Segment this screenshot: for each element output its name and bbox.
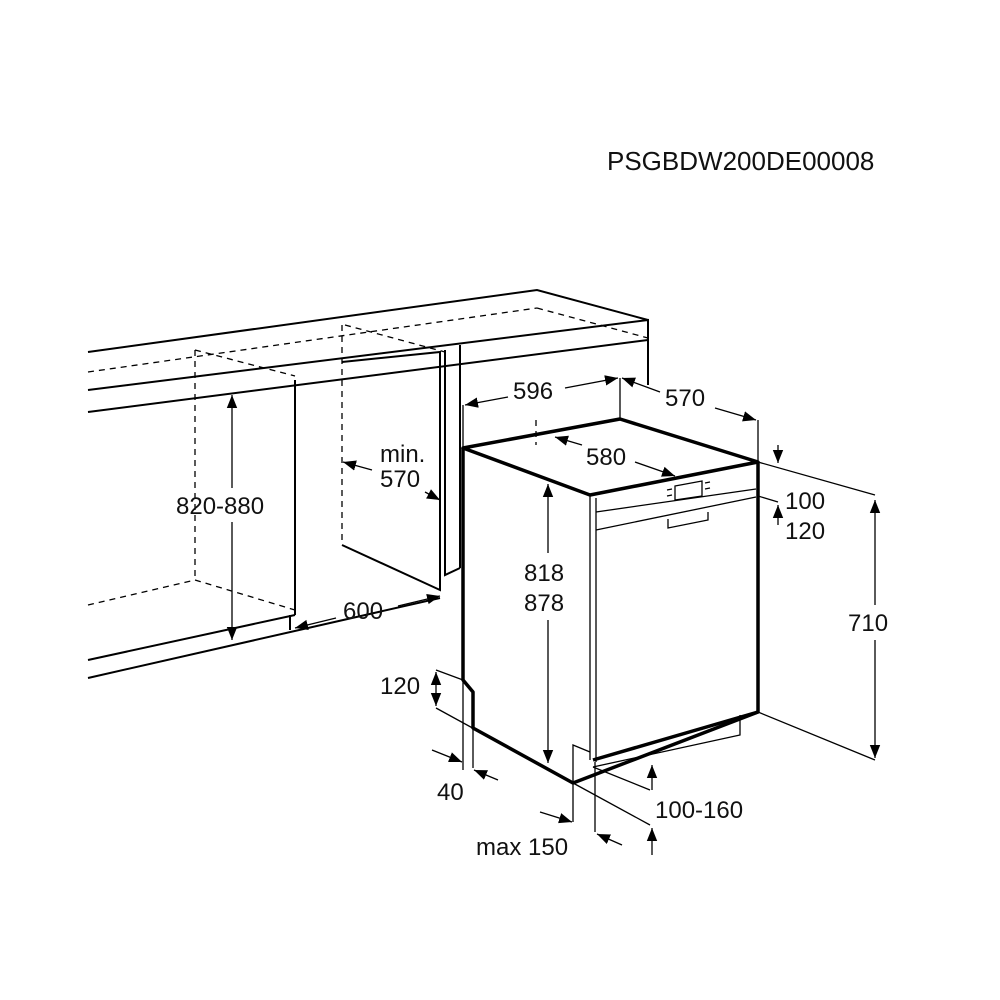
panel-height-b-label: 120 bbox=[785, 518, 826, 545]
control-display bbox=[666, 480, 711, 501]
plinth-max-label: max 150 bbox=[476, 834, 569, 861]
niche-height-label: 820-880 bbox=[176, 493, 265, 520]
countertop bbox=[87, 288, 649, 413]
dimension-lines bbox=[226, 375, 881, 855]
plinth-range-label: 100-160 bbox=[655, 797, 744, 824]
door-height-label: 710 bbox=[848, 610, 889, 637]
plinth-recess-label: 40 bbox=[437, 779, 464, 806]
niche-depth-min-label: min. bbox=[380, 441, 426, 468]
right-cabinet bbox=[341, 325, 649, 592]
niche-width-label: 600 bbox=[343, 598, 384, 625]
plinth-height-label: 120 bbox=[380, 673, 421, 700]
left-cabinet bbox=[87, 350, 441, 679]
appliance-width-label: 596 bbox=[513, 378, 554, 405]
niche-depth-value: 570 bbox=[380, 466, 421, 493]
model-code: PSGBDW200DE00008 bbox=[607, 146, 875, 176]
appliance-height-a-label: 818 bbox=[524, 560, 565, 587]
dishwasher bbox=[461, 417, 760, 785]
door-handle bbox=[667, 512, 709, 529]
appliance-depth-label: 570 bbox=[665, 385, 706, 412]
inner-depth-label: 580 bbox=[586, 444, 627, 471]
appliance-height-b-label: 878 bbox=[524, 590, 565, 617]
panel-height-a-label: 100 bbox=[785, 488, 826, 515]
